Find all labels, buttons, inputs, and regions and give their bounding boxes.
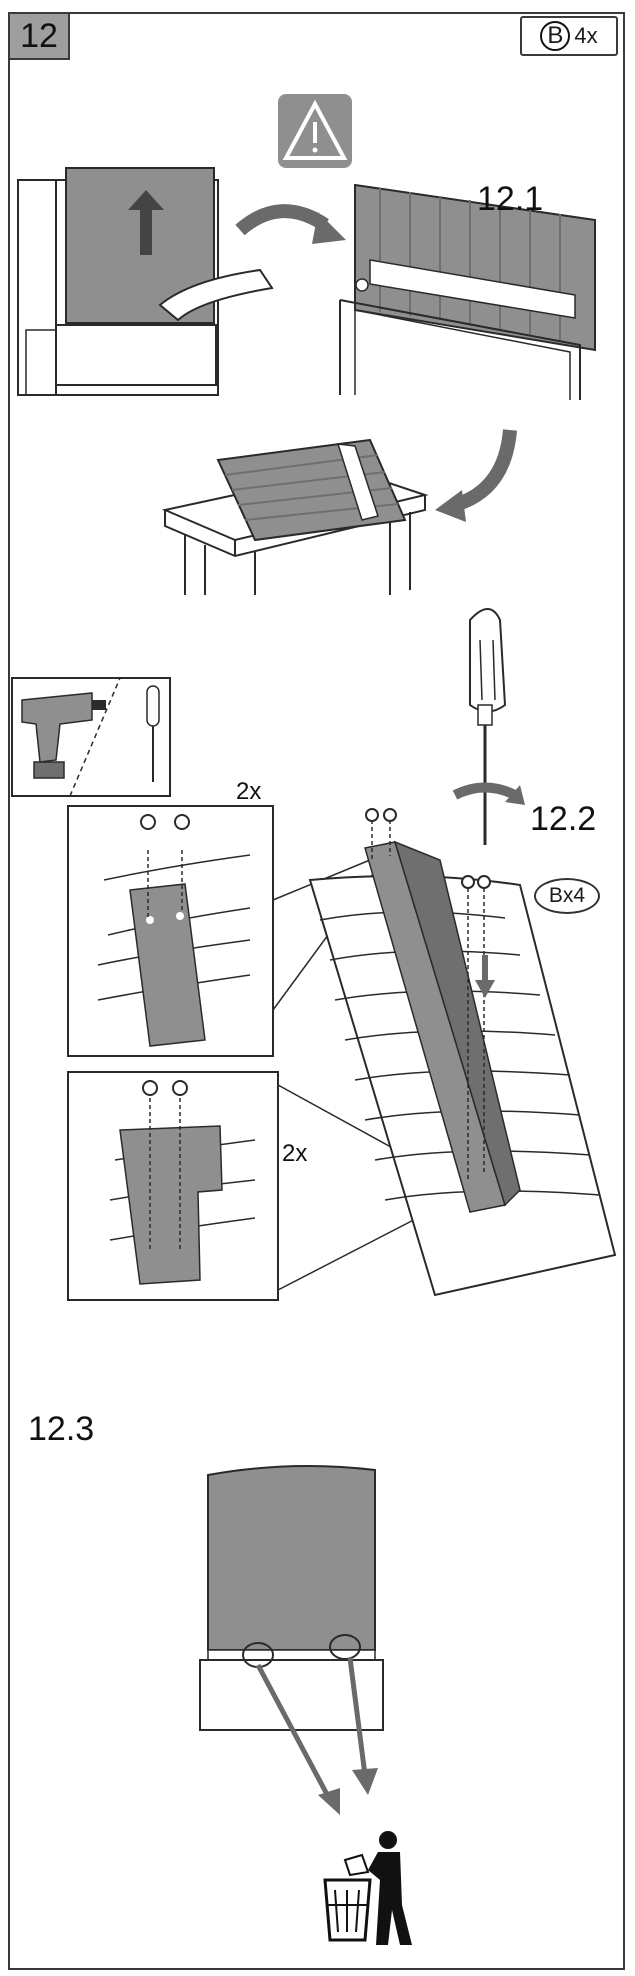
- detail-box-top: [67, 805, 274, 1057]
- page-frame: [8, 12, 625, 1970]
- waste-bin-icon: [323, 1831, 412, 1945]
- substep-12-2-label: 12.2: [530, 800, 597, 838]
- substep-12-1-label: 12.1: [477, 180, 544, 218]
- screw-count-callout: Bx4: [534, 878, 600, 914]
- rotate-arrow-icon: [452, 782, 518, 800]
- part-quantity-badge: B 4x: [520, 16, 618, 56]
- hand-icon: [158, 268, 274, 322]
- cordless-drill-icon: [21, 692, 106, 779]
- large-screwdriver-icon: [452, 608, 525, 845]
- door-on-hinge-scene: [339, 183, 596, 400]
- door-lift-scene: [17, 167, 274, 396]
- lift-up-arrow-icon: [128, 190, 164, 255]
- part-letter: B: [540, 21, 571, 51]
- screwdriver-icon: [146, 685, 160, 782]
- door-on-table-scene: [161, 438, 429, 595]
- substep-12-3-label: 12.3: [28, 1410, 95, 1448]
- step-number: 12: [10, 14, 70, 60]
- tools-box: [11, 677, 171, 797]
- remove-packaging-scene: [199, 1465, 384, 1815]
- part-quantity: 4x: [574, 23, 598, 48]
- curved-arrow-icon: [235, 204, 329, 236]
- top-detail-quantity: 2x: [236, 778, 262, 805]
- bottom-detail-quantity: 2x: [282, 1140, 308, 1167]
- detail-box-bottom: [67, 1071, 279, 1301]
- warning-triangle-icon: [278, 94, 352, 168]
- bracket-assembly: [308, 808, 617, 1297]
